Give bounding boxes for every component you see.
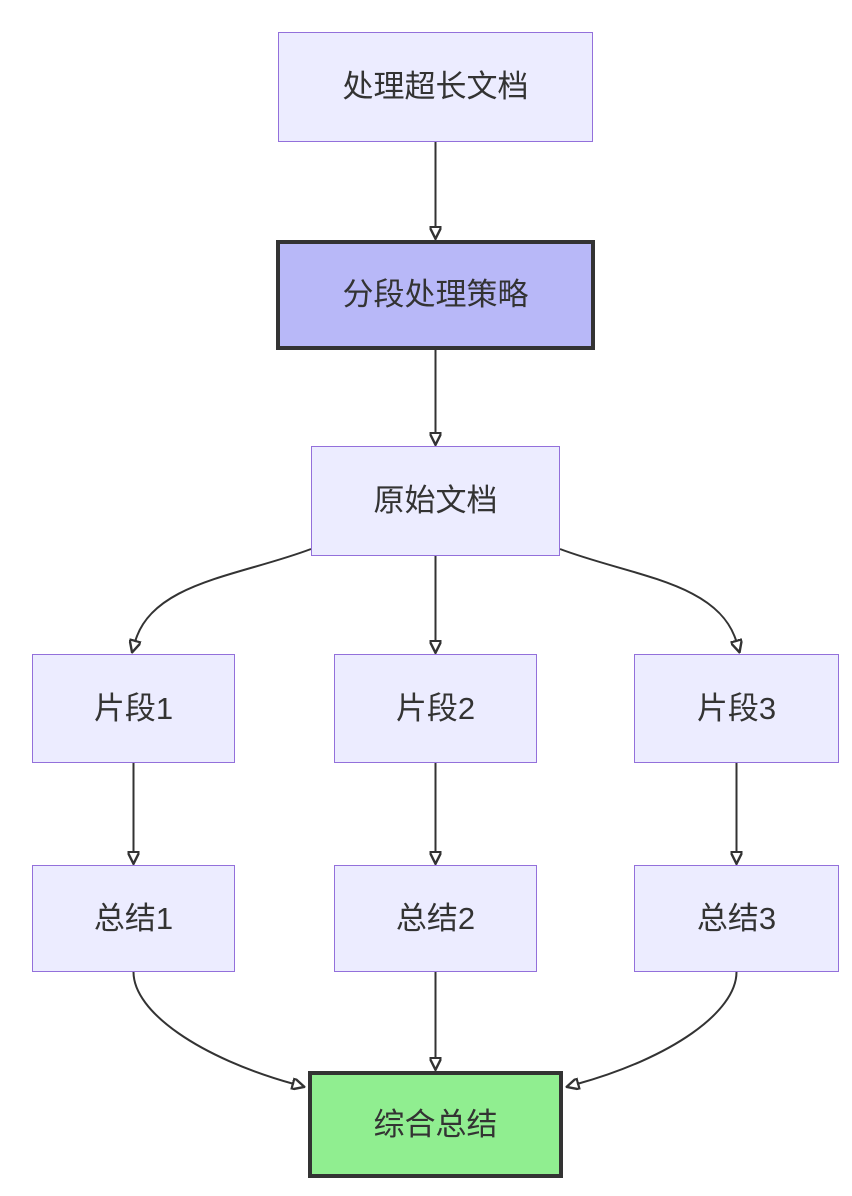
node-original-doc: 原始文档 [311, 446, 560, 556]
node-segmentation-strategy: 分段处理策略 [276, 240, 595, 350]
node-process-long-doc: 处理超长文档 [278, 32, 593, 142]
edge-summary3-to-final [577, 971, 738, 1084]
node-fragment-3: 片段3 [634, 654, 839, 763]
edge-original-to-fragment1 [135, 548, 312, 642]
edge-summary1-to-final [132, 971, 295, 1084]
node-final-summary: 综合总结 [308, 1071, 563, 1178]
node-fragment-1: 片段1 [32, 654, 235, 763]
edge-original-to-fragment3 [559, 548, 737, 642]
node-fragment-2: 片段2 [334, 654, 537, 763]
node-summary-2: 总结2 [334, 865, 537, 972]
node-summary-1: 总结1 [32, 865, 235, 972]
node-summary-3: 总结3 [634, 865, 839, 972]
